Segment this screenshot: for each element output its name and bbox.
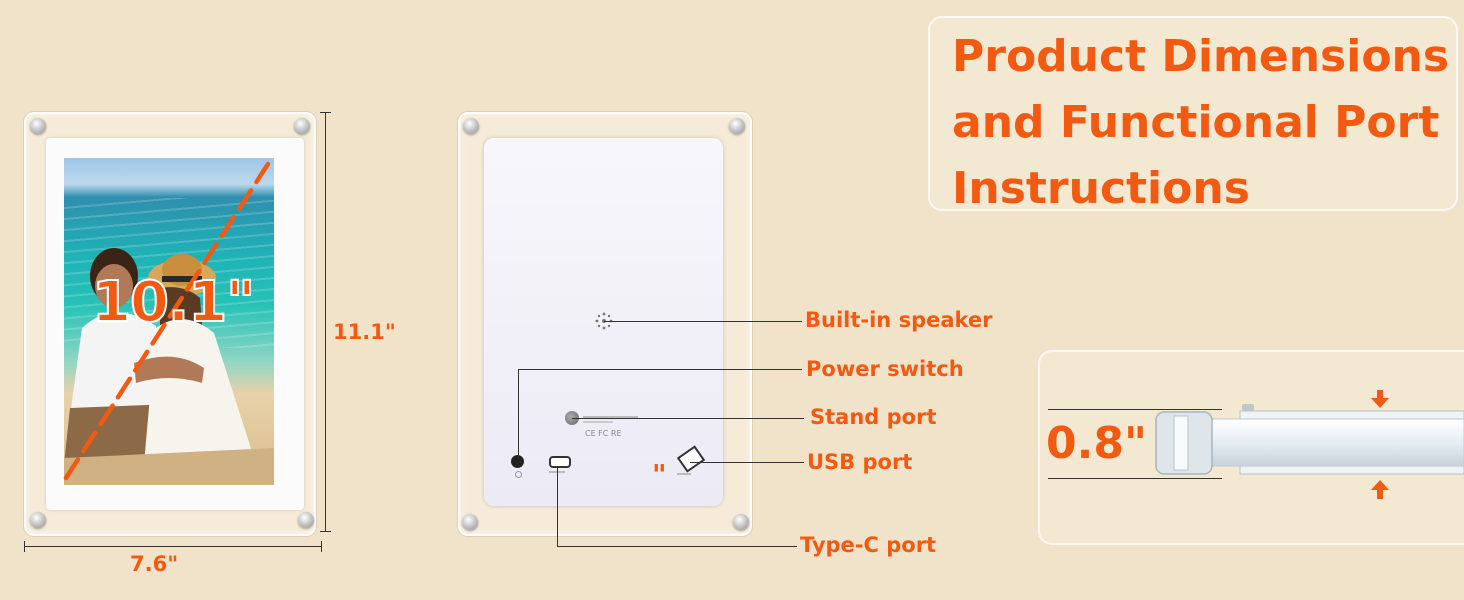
beach-couple-photo: [64, 158, 274, 485]
frame-side-profile: [1155, 404, 1464, 475]
width-dimension-line: [24, 546, 322, 547]
speaker-callout-line: [604, 321, 802, 322]
label-stand-port: Stand port: [810, 405, 937, 429]
certification-marks-icon: CE FC RE: [583, 416, 638, 438]
screw-icon: [463, 118, 479, 134]
diagonal-label: 10.1": [91, 269, 256, 336]
label-built-in-speaker: Built-in speaker: [805, 308, 993, 332]
screw-icon: [462, 514, 478, 530]
power-switch-icon: [511, 455, 524, 468]
height-dimension-line: [325, 112, 326, 532]
usb-callout-line: [690, 462, 804, 463]
thickness-bottom-line: [1048, 478, 1222, 479]
power-callout-line: [518, 369, 802, 370]
label-usb-port: USB port: [807, 450, 913, 474]
thickness-label: 0.8": [1046, 418, 1147, 469]
diagonal-dimension-line: [63, 161, 271, 481]
label-power-switch: Power switch: [806, 357, 964, 381]
width-label: 7.6": [130, 552, 179, 576]
screw-icon: [30, 512, 46, 528]
typec-callout-line: [557, 467, 558, 547]
title-box: Product Dimensions and Functional Port I…: [928, 16, 1458, 214]
screw-icon: [294, 118, 310, 134]
label-type-c-port: Type-C port: [800, 533, 937, 557]
arrow-down-icon: [1371, 390, 1389, 408]
screw-icon: [729, 118, 745, 134]
stray-mark: ": [652, 458, 667, 491]
screw-icon: [30, 118, 46, 134]
screw-icon: [298, 512, 314, 528]
page-title: Product Dimensions and Functional Port I…: [952, 31, 1450, 214]
arrow-up-icon: [1371, 480, 1389, 499]
thickness-top-line: [1048, 409, 1222, 410]
stand-callout-line: [572, 418, 804, 419]
height-label: 11.1": [333, 320, 396, 344]
type-c-port-icon: [549, 456, 571, 468]
svg-text:CE FC RE: CE FC RE: [585, 429, 622, 438]
screw-icon: [733, 514, 749, 530]
